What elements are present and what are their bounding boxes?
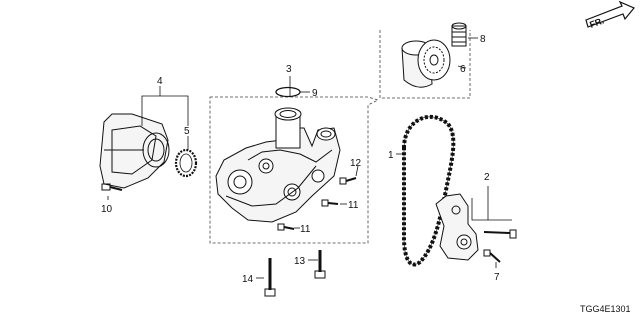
callout-11-lower: 11 xyxy=(300,224,311,235)
flange-bolt-part xyxy=(314,250,326,279)
callout-12: 12 xyxy=(350,158,362,169)
callout-2: 2 xyxy=(484,172,490,183)
callout-1: 1 xyxy=(388,150,394,161)
leader-lines xyxy=(107,37,512,279)
callout-14: 14 xyxy=(242,274,254,285)
front-arrow-icon xyxy=(585,0,635,28)
callout-9: 9 xyxy=(312,88,318,99)
chain-tensioner-part xyxy=(435,193,517,263)
long-stud-bolt-part xyxy=(264,258,276,297)
drive-chain-part xyxy=(402,114,456,267)
callout-10: 10 xyxy=(101,204,113,215)
oil-pump-assembly-part xyxy=(215,107,341,223)
callout-13: 13 xyxy=(294,256,306,267)
cover-gasket-part xyxy=(174,148,198,178)
oil-pump-cover-part xyxy=(99,113,170,189)
callout-7: 7 xyxy=(494,272,500,283)
cover-bolt-part xyxy=(101,183,123,191)
callout-3: 3 xyxy=(286,64,292,75)
filter-fitting-part xyxy=(451,22,467,47)
front-direction-indicator: FR. xyxy=(585,0,635,30)
callout-6: 6 xyxy=(460,64,466,75)
front-label: FR. xyxy=(588,16,605,30)
callout-4: 4 xyxy=(157,76,163,87)
oil-filter-part xyxy=(401,39,451,88)
callout-11-upper: 11 xyxy=(348,200,359,211)
oil-filter-group-outline xyxy=(379,30,471,99)
callout-5: 5 xyxy=(184,126,190,137)
oil-pump-group-outline xyxy=(209,96,380,244)
callout-8: 8 xyxy=(480,34,486,45)
pump-bolt-part xyxy=(339,177,357,185)
pump-bolt-part xyxy=(277,223,295,231)
pump-o-ring-part xyxy=(275,86,301,98)
diagram-code: TGG4E1301 xyxy=(580,304,631,314)
pump-bolt-part xyxy=(321,199,339,207)
